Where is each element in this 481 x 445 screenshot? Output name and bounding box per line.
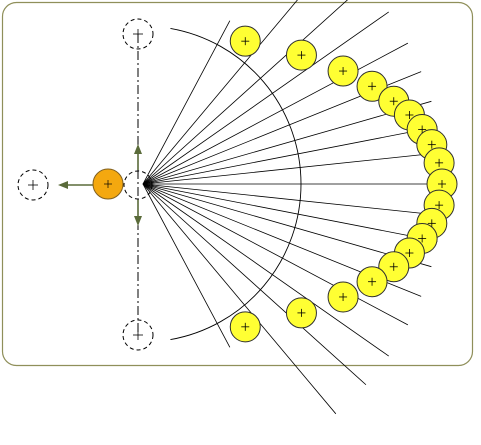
ray-line [142, 0, 348, 185]
left-arrow-icon [58, 181, 68, 189]
ray-line [142, 183, 432, 268]
yellow-plus-circle [327, 55, 359, 87]
dashed-circle-top [122, 18, 154, 50]
ray-line [142, 183, 409, 326]
ray-line [142, 183, 231, 348]
ray-line [142, 20, 231, 185]
ray-line [142, 0, 298, 185]
dashed-circle-center [123, 170, 153, 200]
yellow-plus-circle [378, 251, 410, 283]
ray-line [142, 126, 438, 185]
yellow-plus-circle [229, 311, 261, 343]
yellow-plus-circle [356, 266, 388, 298]
down-arrow-icon [134, 216, 142, 226]
ray-line [142, 183, 442, 216]
ray-line [142, 42, 409, 185]
yellow-plus-circle [327, 281, 359, 313]
ray-fan [142, 0, 453, 415]
yellow-plus-circle [356, 70, 388, 102]
dashed-circle-left [17, 169, 49, 201]
yellow-plus-circle [285, 297, 317, 329]
ray-line [142, 183, 337, 415]
up-arrow-icon [134, 144, 142, 154]
ray-line [142, 183, 389, 357]
orange-source-circle [92, 168, 124, 200]
yellow-plus-circle [229, 25, 261, 57]
ray-line [142, 11, 389, 185]
ray-line [142, 100, 432, 185]
ray-line [142, 183, 438, 242]
yellow-plus-circle [285, 39, 317, 71]
yellow-circle-ring [229, 25, 458, 343]
ray-line [142, 183, 367, 386]
dashed-circle-bottom [122, 319, 154, 351]
ray-line [142, 152, 442, 185]
